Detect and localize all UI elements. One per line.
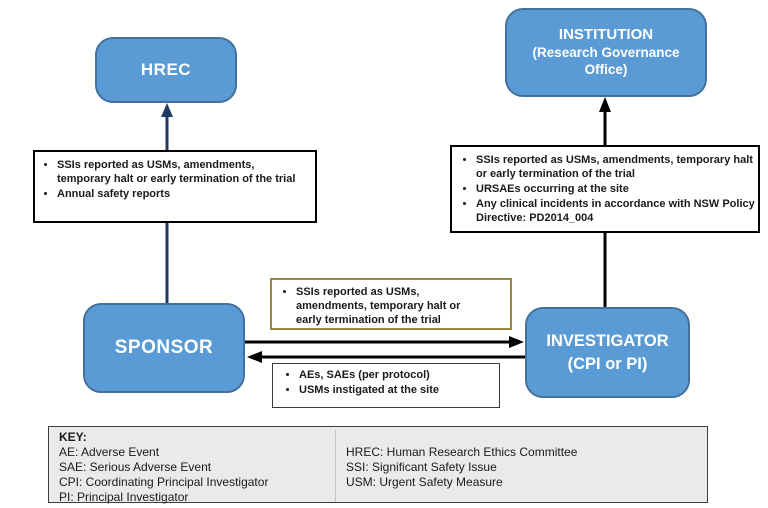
node-sponsor-label: SPONSOR (114, 337, 214, 358)
node-institution-subtitle: (Research Governance Office) (532, 45, 680, 77)
node-institution: INSTITUTION (Research Governance Office) (505, 8, 707, 97)
key-spacer (346, 430, 707, 445)
callout-item: USMs instigated at the site (299, 384, 495, 398)
callout-investigator-to-sponsor-list: AEs, SAEs (per protocol) USMs instigated… (279, 369, 495, 398)
arrow-investigator-to-sponsor (247, 351, 525, 363)
key-entry: AE: Adverse Event (59, 444, 160, 459)
node-sponsor: SPONSOR (83, 303, 245, 393)
callout-sponsor-to-hrec: SSIs reported as USMs, amendments, tempo… (33, 150, 317, 223)
callout-item: SSIs reported as USMs, amendments, tempo… (57, 159, 309, 187)
callout-sponsor-to-hrec-list: SSIs reported as USMs, amendments, tempo… (37, 159, 309, 202)
key-entry: HREC: Human Research Ethics Committee (346, 444, 578, 459)
callout-sponsor-to-investigator-list: SSIs reported as USMs, amendments, tempo… (276, 286, 484, 328)
arrow-sponsor-to-investigator (245, 336, 524, 348)
key-legend: KEY: AE: Adverse Event SAE: Serious Adve… (48, 426, 708, 504)
node-investigator-subtitle: (CPI or PI) (567, 354, 648, 373)
callout-investigator-to-sponsor: AEs, SAEs (per protocol) USMs instigated… (272, 363, 500, 408)
key-entry: SAE: Serious Adverse Event (59, 459, 212, 474)
callout-item: SSIs reported as USMs, amendments, tempo… (296, 286, 484, 328)
callout-sponsor-to-investigator: SSIs reported as USMs, amendments, tempo… (270, 278, 512, 330)
key-legend-left-column: KEY: AE: Adverse Event SAE: Serious Adve… (59, 430, 335, 504)
node-investigator: INVESTIGATOR (CPI or PI) (525, 307, 690, 398)
key-entry: CPI: Coordinating Principal Investigator (59, 474, 269, 489)
key-legend-title: KEY: (59, 430, 87, 444)
callout-item: Annual safety reports (57, 188, 309, 202)
key-entry: USM: Urgent Safety Measure (346, 474, 503, 489)
callout-investigator-to-institution-list: SSIs reported as USMs, amendments, tempo… (456, 154, 756, 226)
key-legend-right-column: HREC: Human Research Ethics Committee SS… (335, 430, 707, 502)
key-entry: SSI: Significant Safety Issue (346, 459, 497, 474)
callout-item: Any clinical incidents in accordance wit… (476, 198, 756, 226)
key-entry: PI: Principal Investigator (59, 489, 189, 504)
node-hrec-label: HREC (140, 60, 192, 79)
callout-item: SSIs reported as USMs, amendments, tempo… (476, 154, 756, 182)
node-institution-title: INSTITUTION (558, 26, 654, 44)
callout-investigator-to-institution: SSIs reported as USMs, amendments, tempo… (450, 145, 760, 233)
node-investigator-title: INVESTIGATOR (546, 332, 669, 351)
node-hrec: HREC (95, 37, 237, 103)
callout-item: AEs, SAEs (per protocol) (299, 369, 495, 383)
callout-item: URSAEs occurring at the site (476, 183, 756, 197)
